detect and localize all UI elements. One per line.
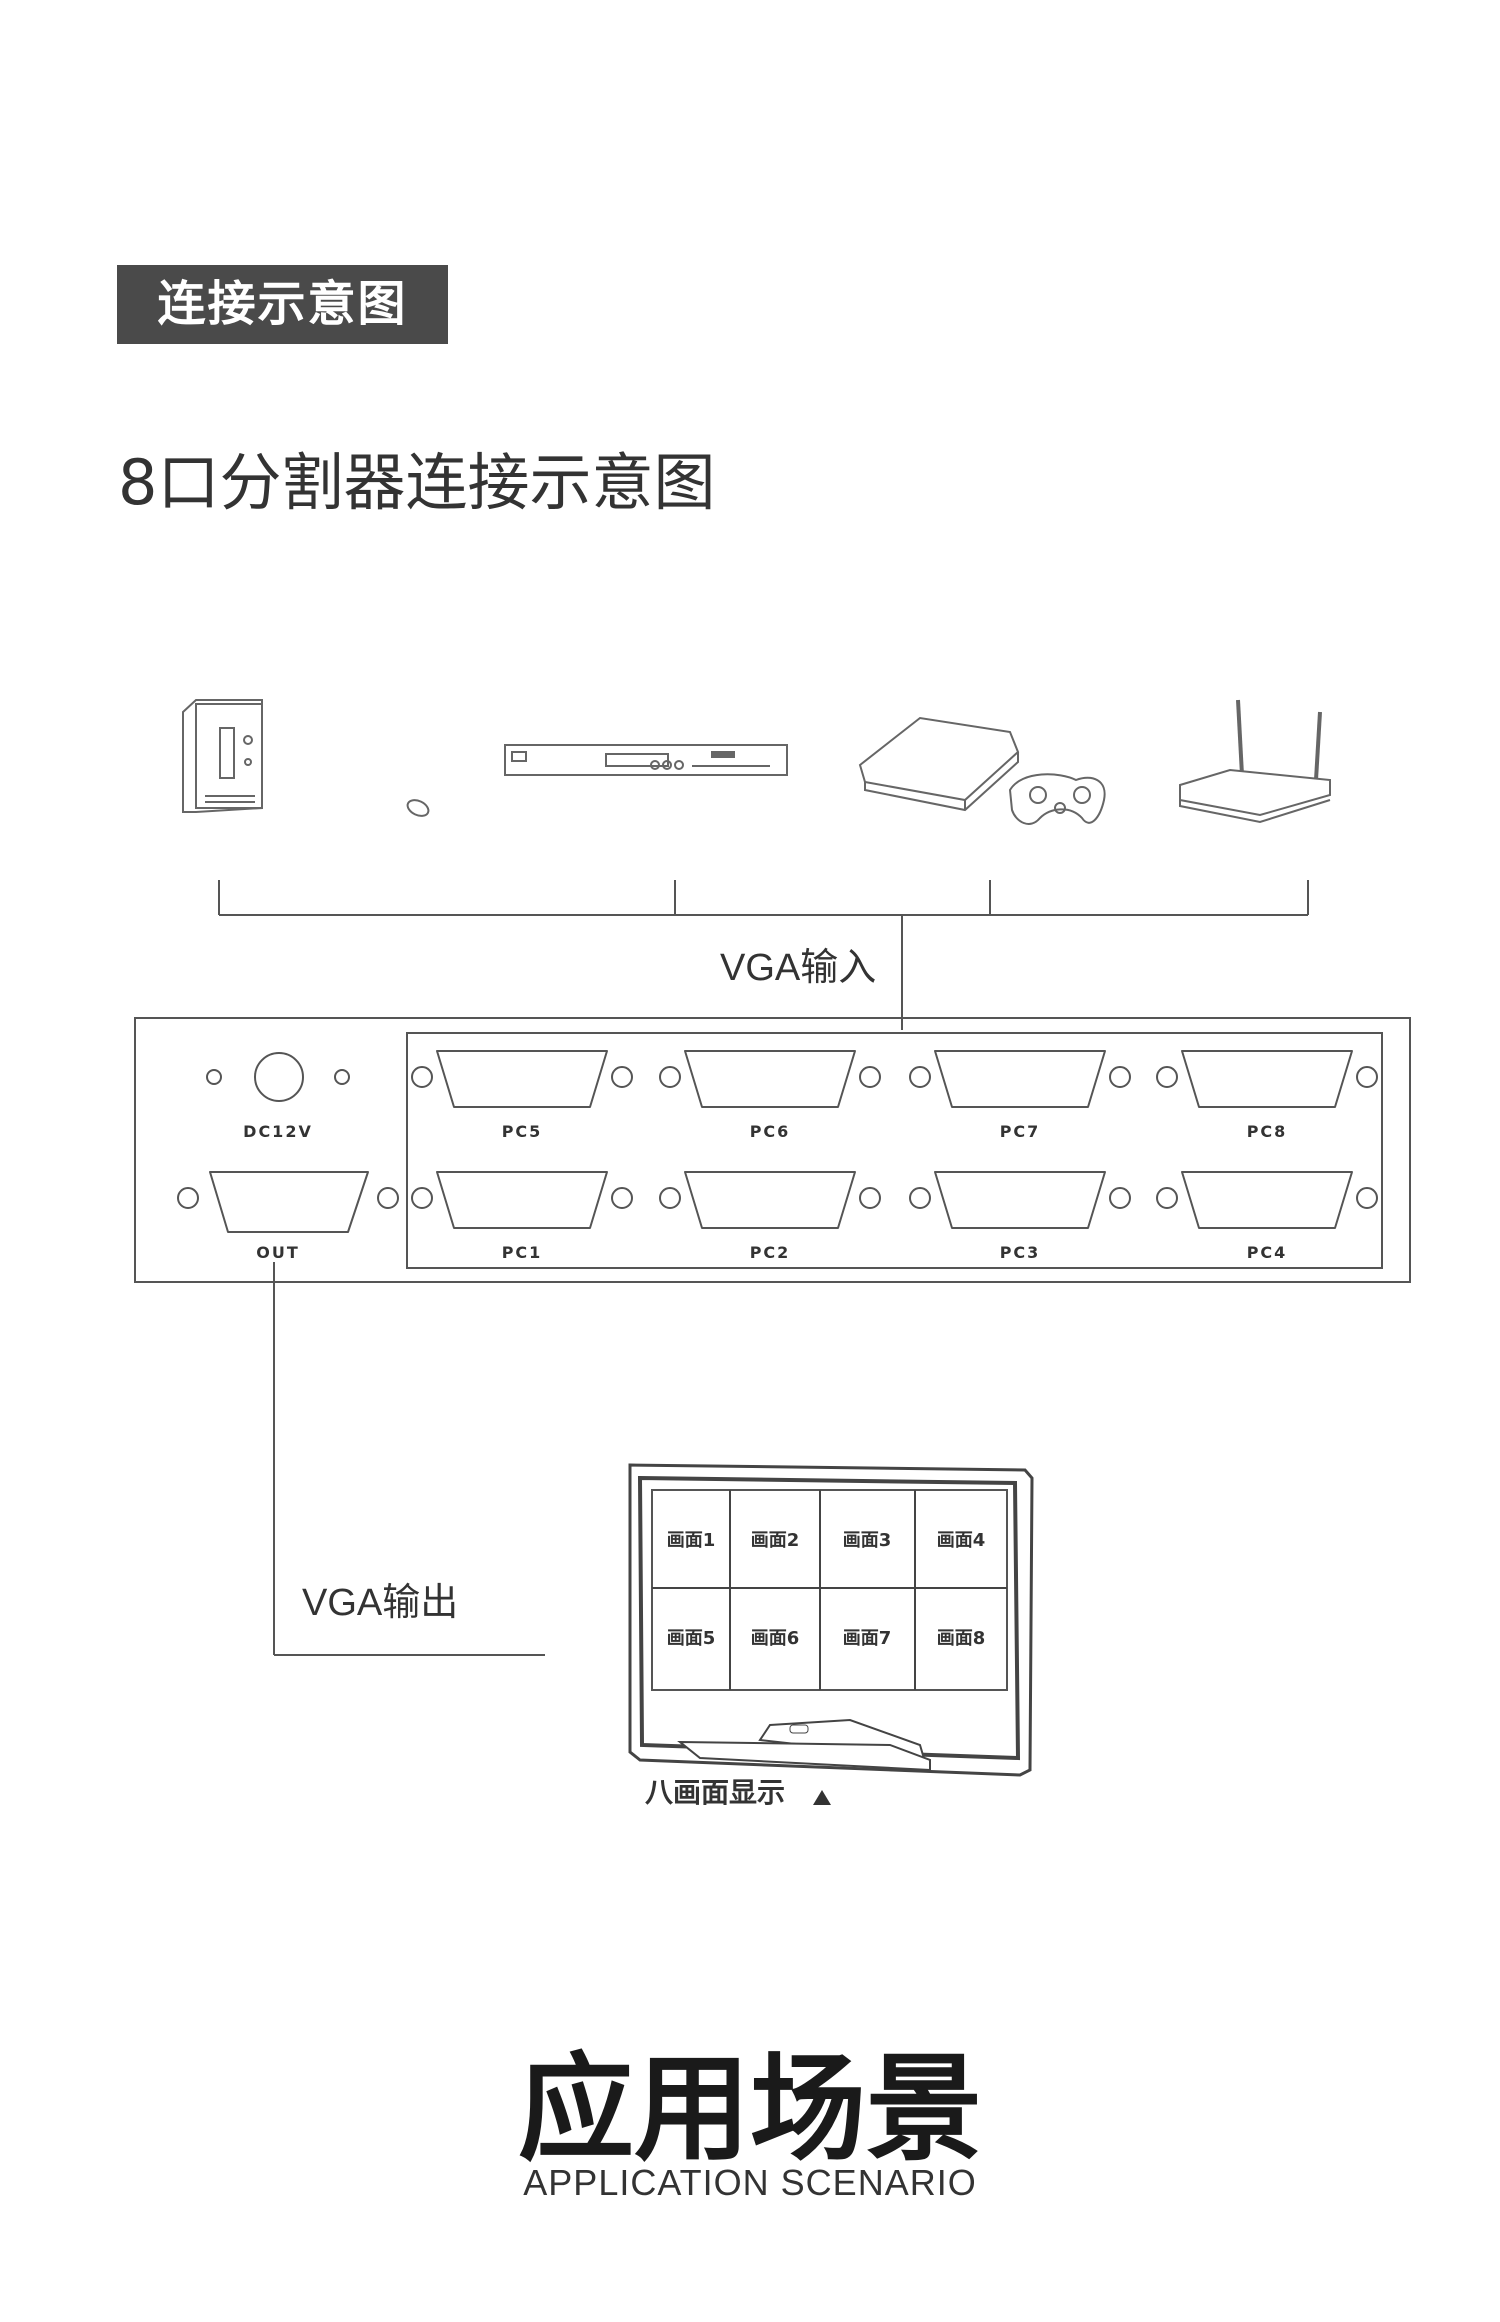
section-badge: 连接示意图	[117, 265, 448, 344]
screen-tile-label: 画面3	[843, 1530, 892, 1551]
vga-input-label: VGA输入	[720, 947, 876, 989]
vga-port-pc7	[909, 1050, 1131, 1108]
splitter-panel	[134, 1017, 1411, 1283]
diagram-title: 8口分割器连接示意图	[118, 446, 716, 519]
router-icon	[1179, 699, 1331, 824]
computer-icon	[182, 699, 263, 813]
vga-port-pc6	[659, 1050, 881, 1108]
port-label-pc6: PC6	[750, 1122, 791, 1141]
port-label-pc2: PC2	[750, 1243, 791, 1262]
section-subtitle: APPLICATION SCENARIO	[523, 2162, 977, 2203]
monitor-icon	[628, 1463, 1034, 1777]
arrow-up-icon	[813, 1790, 831, 1805]
set-top-box-icon	[504, 744, 788, 776]
vga-port-pc5	[411, 1050, 633, 1108]
screen-tile-label: 画面5	[667, 1628, 716, 1649]
output-line	[273, 1262, 545, 1656]
screen-tile-label: 画面6	[751, 1628, 800, 1649]
screen-tile-label: 画面7	[843, 1628, 892, 1649]
out-port-label: OUT	[256, 1243, 300, 1262]
mouse-icon	[406, 799, 430, 817]
vga-output-label: VGA输出	[302, 1582, 458, 1624]
gamepad-icon	[1008, 773, 1106, 825]
screen-tile-label: 画面2	[751, 1530, 800, 1551]
input-bus	[218, 880, 1309, 1030]
section-title: 应用场景	[518, 2042, 982, 2177]
monitor-caption: 八画面显示	[645, 1776, 785, 1809]
port-label-pc1: PC1	[502, 1243, 543, 1262]
vga-port-pc1	[411, 1171, 633, 1229]
vga-port-pc3	[909, 1171, 1131, 1229]
port-label-pc5: PC5	[502, 1122, 543, 1141]
vga-port-pc4	[1156, 1171, 1378, 1229]
port-label-pc7: PC7	[1000, 1122, 1041, 1141]
port-label-pc3: PC3	[1000, 1243, 1041, 1262]
screen-tile-label: 画面8	[937, 1628, 986, 1649]
screen-tile-label: 画面4	[937, 1530, 986, 1551]
vga-port-group	[411, 1050, 1378, 1229]
vga-port-pc2	[659, 1171, 881, 1229]
port-label-pc8: PC8	[1247, 1122, 1288, 1141]
game-console-icon	[858, 716, 1020, 812]
power-label: DC12V	[243, 1122, 313, 1141]
vga-port-pc8	[1156, 1050, 1378, 1108]
screen-tile-label: 画面1	[667, 1530, 716, 1551]
port-label-pc4: PC4	[1247, 1243, 1288, 1262]
